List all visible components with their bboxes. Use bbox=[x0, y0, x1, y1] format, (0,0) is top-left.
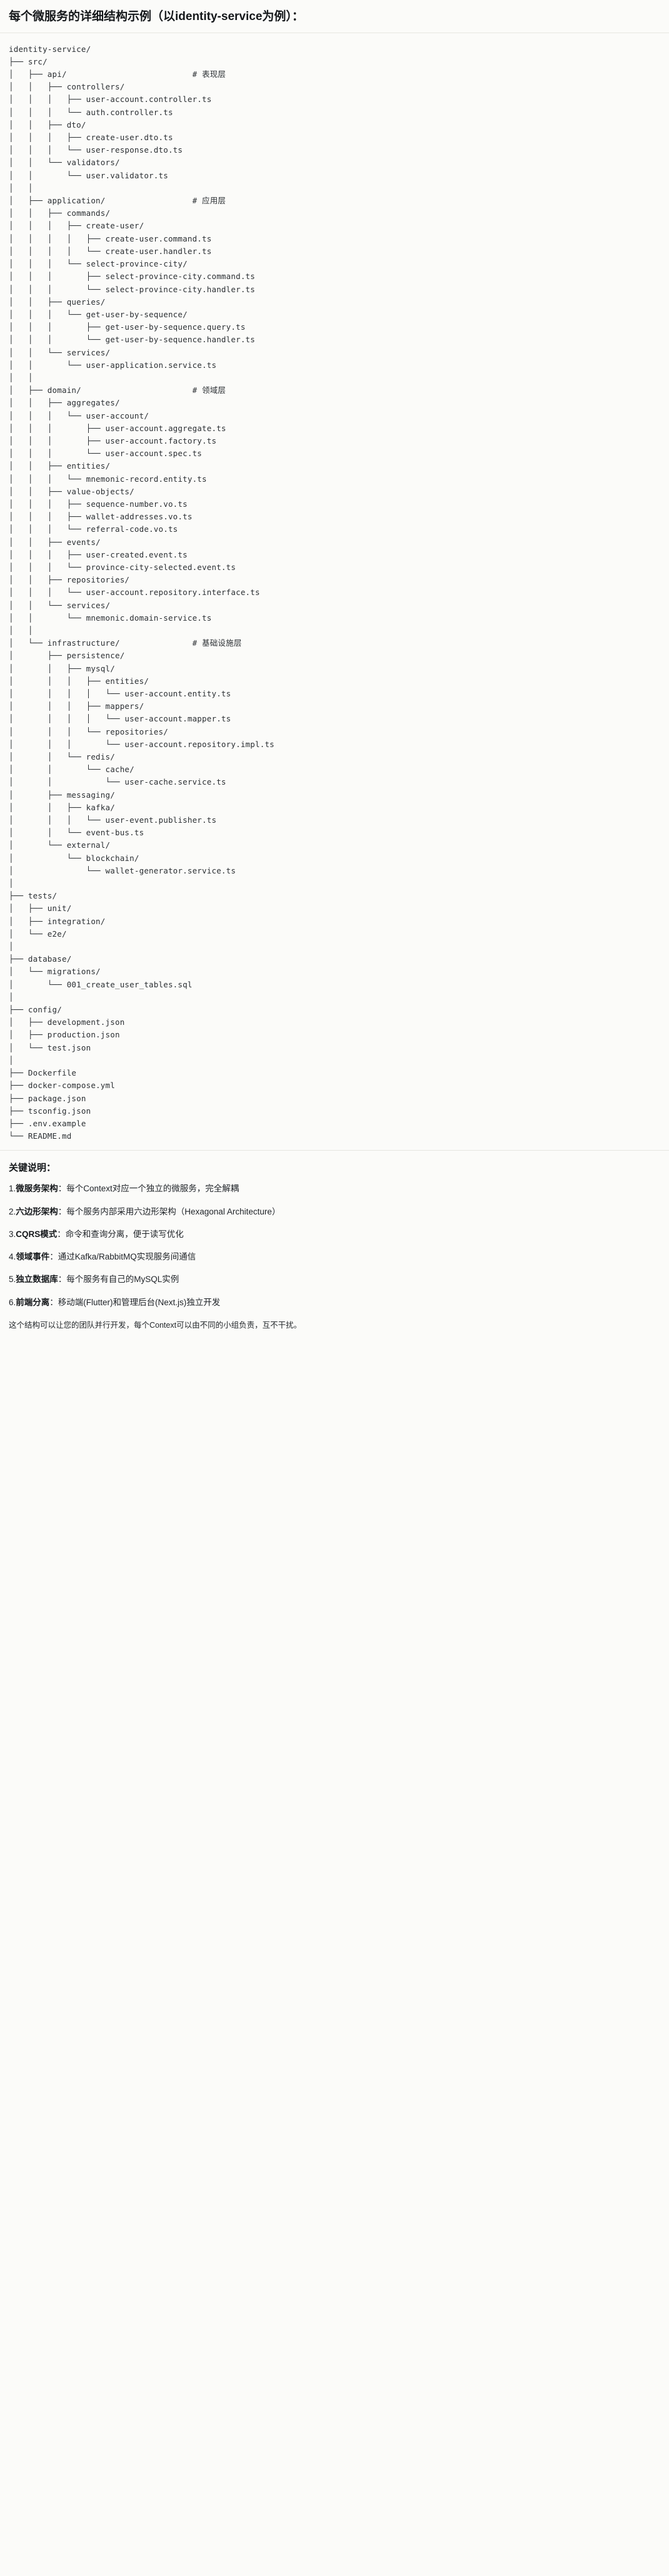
key-point-term: 领域事件 bbox=[16, 1252, 50, 1262]
key-point-colon: ： bbox=[49, 1252, 58, 1262]
key-point-number: 1. bbox=[9, 1184, 16, 1194]
key-point-term: 六边形架构 bbox=[16, 1206, 58, 1216]
document-header: 每个微服务的详细结构示例（以identity-service为例）： bbox=[0, 0, 669, 33]
key-point-colon: ： bbox=[49, 1297, 58, 1307]
key-point-number: 6. bbox=[9, 1297, 16, 1307]
key-point-item: 1.微服务架构：每个Context对应一个独立的微服务，完全解耦 bbox=[9, 1183, 660, 1195]
directory-tree-block: identity-service/ ├── src/ │ ├── api/ # … bbox=[0, 33, 669, 1151]
key-point-item: 6.前端分离：移动端(Flutter)和管理后台(Next.js)独立开发 bbox=[9, 1296, 660, 1309]
key-points-title: 关键说明： bbox=[9, 1163, 56, 1174]
key-point-description: 每个Context对应一个独立的微服务，完全解耦 bbox=[66, 1184, 239, 1194]
key-point-colon: ： bbox=[58, 1184, 67, 1194]
key-point-term: 独立数据库 bbox=[16, 1275, 58, 1285]
key-point-description: 命令和查询分离，便于读写优化 bbox=[65, 1229, 184, 1239]
key-point-item: 4.领域事件：通过Kafka/RabbitMQ实现服务间通信 bbox=[9, 1251, 660, 1263]
key-point-colon: ： bbox=[58, 1206, 67, 1216]
page-title: 每个微服务的详细结构示例（以identity-service为例）： bbox=[9, 10, 304, 23]
key-point-description: 移动端(Flutter)和管理后台(Next.js)独立开发 bbox=[58, 1297, 221, 1307]
key-point-item: 5.独立数据库：每个服务有自己的MySQL实例 bbox=[9, 1273, 660, 1286]
key-points-footer: 这个结构可以让您的团队并行开发，每个Context可以由不同的小组负责，互不干扰… bbox=[9, 1320, 302, 1330]
page-root: 每个微服务的详细结构示例（以identity-service为例）： ident… bbox=[0, 0, 669, 1340]
key-point-item: 3.CQRS模式：命令和查询分离，便于读写优化 bbox=[9, 1228, 660, 1241]
directory-tree: identity-service/ ├── src/ │ ├── api/ # … bbox=[9, 44, 274, 1141]
key-point-description: 通过Kafka/RabbitMQ实现服务间通信 bbox=[58, 1252, 196, 1262]
key-point-number: 2. bbox=[9, 1206, 16, 1216]
key-point-description: 每个服务内部采用六边形架构（Hexagonal Architecture） bbox=[66, 1206, 281, 1216]
key-point-term: 前端分离 bbox=[16, 1297, 50, 1307]
key-point-colon: ： bbox=[58, 1275, 67, 1285]
key-point-number: 4. bbox=[9, 1252, 16, 1262]
key-point-term: CQRS模式 bbox=[16, 1229, 58, 1239]
key-point-colon: ： bbox=[57, 1229, 66, 1239]
key-point-number: 3. bbox=[9, 1229, 16, 1239]
key-point-description: 每个服务有自己的MySQL实例 bbox=[66, 1275, 179, 1285]
key-point-term: 微服务架构 bbox=[16, 1184, 58, 1194]
key-point-item: 2.六边形架构：每个服务内部采用六边形架构（Hexagonal Architec… bbox=[9, 1206, 660, 1218]
key-point-number: 5. bbox=[9, 1275, 16, 1285]
